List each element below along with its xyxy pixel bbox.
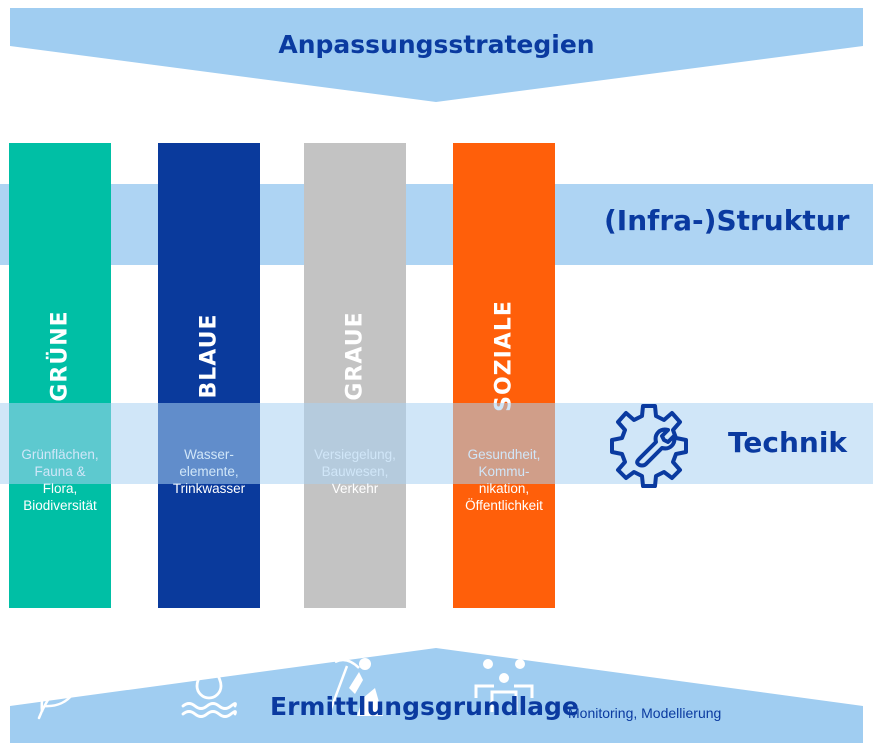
people-meeting-icon bbox=[474, 659, 534, 712]
bottom-banner bbox=[10, 648, 863, 743]
column-green: GRÜNE Grünflächen, Fauna & Flora, Biodiv… bbox=[9, 143, 111, 720]
column-title: GRÜNE bbox=[47, 310, 73, 402]
column-orange: SOZIALE Gesundheit, Kommu- nikation, Öff… bbox=[453, 143, 555, 712]
water-drop-icon bbox=[181, 654, 237, 718]
column-title: GRAUE bbox=[342, 311, 368, 401]
infrastructure-band bbox=[0, 184, 873, 265]
infrastructure-label: (Infra-)Struktur bbox=[604, 204, 850, 237]
column-blue: BLAUE Wasser- elemente, Trinkwasser bbox=[158, 143, 260, 718]
technology-label: Technik bbox=[728, 426, 848, 459]
column-title: BLAUE bbox=[196, 313, 222, 399]
top-banner bbox=[10, 8, 863, 102]
leaf-icon bbox=[37, 656, 82, 720]
bottom-subtitle: Monitoring, Modellierung bbox=[568, 705, 722, 721]
bottom-title: Ermittlungsgrundlage bbox=[270, 692, 579, 721]
column-grey: GRAUE Versiegelung, Bauwesen, Verkehr bbox=[304, 143, 406, 716]
technology-band bbox=[0, 403, 873, 484]
page-title: Anpassungsstrategien bbox=[278, 30, 595, 59]
gear-wrench-icon bbox=[610, 404, 688, 488]
column-title: SOZIALE bbox=[491, 300, 517, 412]
construction-worker-icon bbox=[327, 658, 383, 716]
